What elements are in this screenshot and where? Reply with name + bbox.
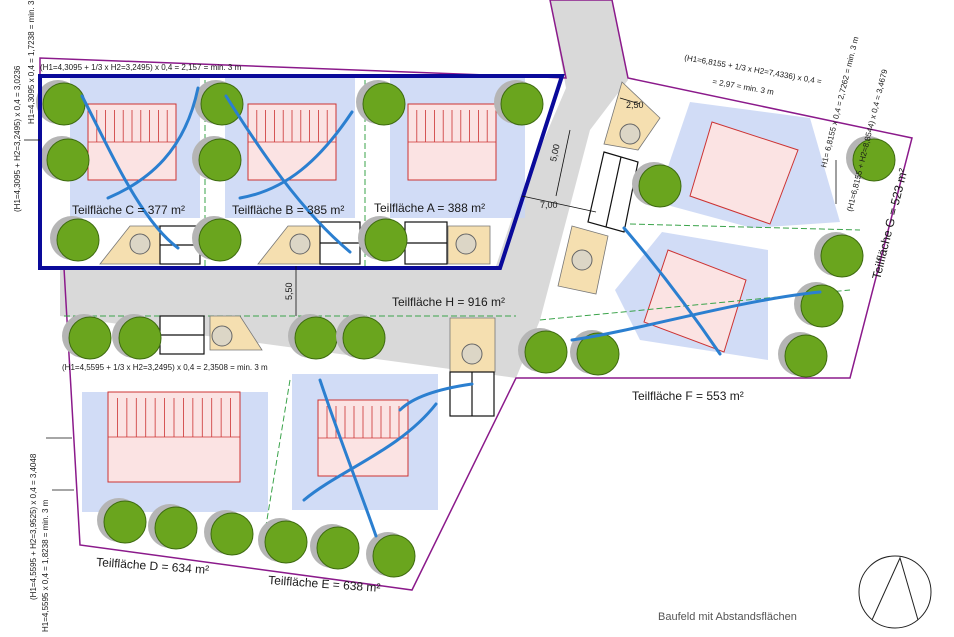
caption: Baufeld mit Abstandsflächen	[658, 611, 797, 623]
formula-right-4: (H1=6,8155 + H2=8,8544) x 0,4 = 3,4679	[845, 68, 889, 213]
tree	[200, 82, 244, 126]
tree	[68, 316, 112, 360]
label-parcel-a: Teilfläche A = 388 m²	[374, 201, 485, 215]
tree	[800, 284, 844, 328]
formula-left-2: H1=4,3095 x 0,4 = 1,7238 = min. 3 m	[27, 0, 36, 124]
label-parcel-h: Teilfläche H = 916 m²	[392, 295, 505, 309]
tree	[118, 316, 162, 360]
north-arrow-icon	[858, 555, 932, 629]
parking-marker	[571, 249, 593, 271]
label-parcel-g: Teilfläche G = 523 m²	[869, 167, 910, 281]
tree	[784, 334, 828, 378]
house-g	[689, 121, 799, 225]
parking-marker	[211, 325, 233, 347]
formula-middle: (H1=4,5595 + 1/3 x H2=3,2495) x 0,4 = 2,…	[62, 363, 268, 372]
formula-top: (H1=4,3095 + 1/3 x H2=3,2495) x 0,4 = 2,…	[40, 63, 242, 72]
tree	[362, 82, 406, 126]
dim-parking-length: 7,00	[540, 200, 558, 210]
tree	[500, 82, 544, 126]
dim-small: 2,50	[626, 100, 644, 110]
tree	[210, 512, 254, 556]
road	[60, 0, 628, 378]
formula-right-2: = 2,97 = min. 3 m	[712, 77, 775, 97]
dim-road-width: 5,50	[284, 282, 294, 300]
tree	[820, 234, 864, 278]
parking-marker	[461, 343, 483, 365]
tree	[852, 138, 896, 182]
tree	[364, 218, 408, 262]
tree	[576, 332, 620, 376]
parking-marker	[129, 233, 151, 255]
label-parcel-f: Teilfläche F = 553 m²	[632, 389, 744, 403]
tree	[264, 520, 308, 564]
parking-marker	[289, 233, 311, 255]
parking-g	[603, 81, 661, 151]
drainage-lines	[80, 86, 822, 538]
tree	[46, 138, 90, 182]
formula-bottom-1: (H1=4,5595 + H2=3,9525) x 0,4 = 3,4048	[29, 453, 38, 600]
tree	[342, 316, 386, 360]
tree	[198, 218, 242, 262]
parking-marker	[455, 233, 477, 255]
formula-left-1: (H1=4,3095 + H2=3,2495) x 0,4 = 3,0236	[13, 65, 22, 212]
tree	[638, 164, 682, 208]
highlight-outline	[38, 74, 565, 270]
dimension-lines	[24, 97, 837, 491]
house-f	[643, 249, 747, 353]
label-parcel-b: Teilfläche B = 385 m²	[232, 203, 344, 217]
formula-right-1: (H1=6,8155 + 1/3 x H2=7,4336) x 0,4 =	[684, 53, 823, 86]
label-parcel-e: Teilfläche E = 638 m²	[268, 573, 381, 595]
roof-lines	[88, 110, 496, 439]
tree	[524, 330, 568, 374]
dim-parking-width: 5,00	[548, 143, 561, 162]
tree	[294, 316, 338, 360]
tree	[316, 526, 360, 570]
garages	[159, 151, 639, 417]
label-parcel-c: Teilfläche C = 377 m²	[72, 203, 185, 217]
tree	[198, 138, 242, 182]
formula-bottom-2: H1=4,5595 x 0,4 = 1,8238 = min. 3 m	[41, 499, 50, 632]
tree	[103, 500, 147, 544]
tree	[56, 218, 100, 262]
parking-marker	[619, 123, 641, 145]
tree	[372, 534, 416, 578]
tree	[42, 82, 86, 126]
label-parcel-d: Teilfläche D = 634 m²	[96, 555, 210, 577]
tree	[154, 506, 198, 550]
trees	[36, 80, 896, 578]
